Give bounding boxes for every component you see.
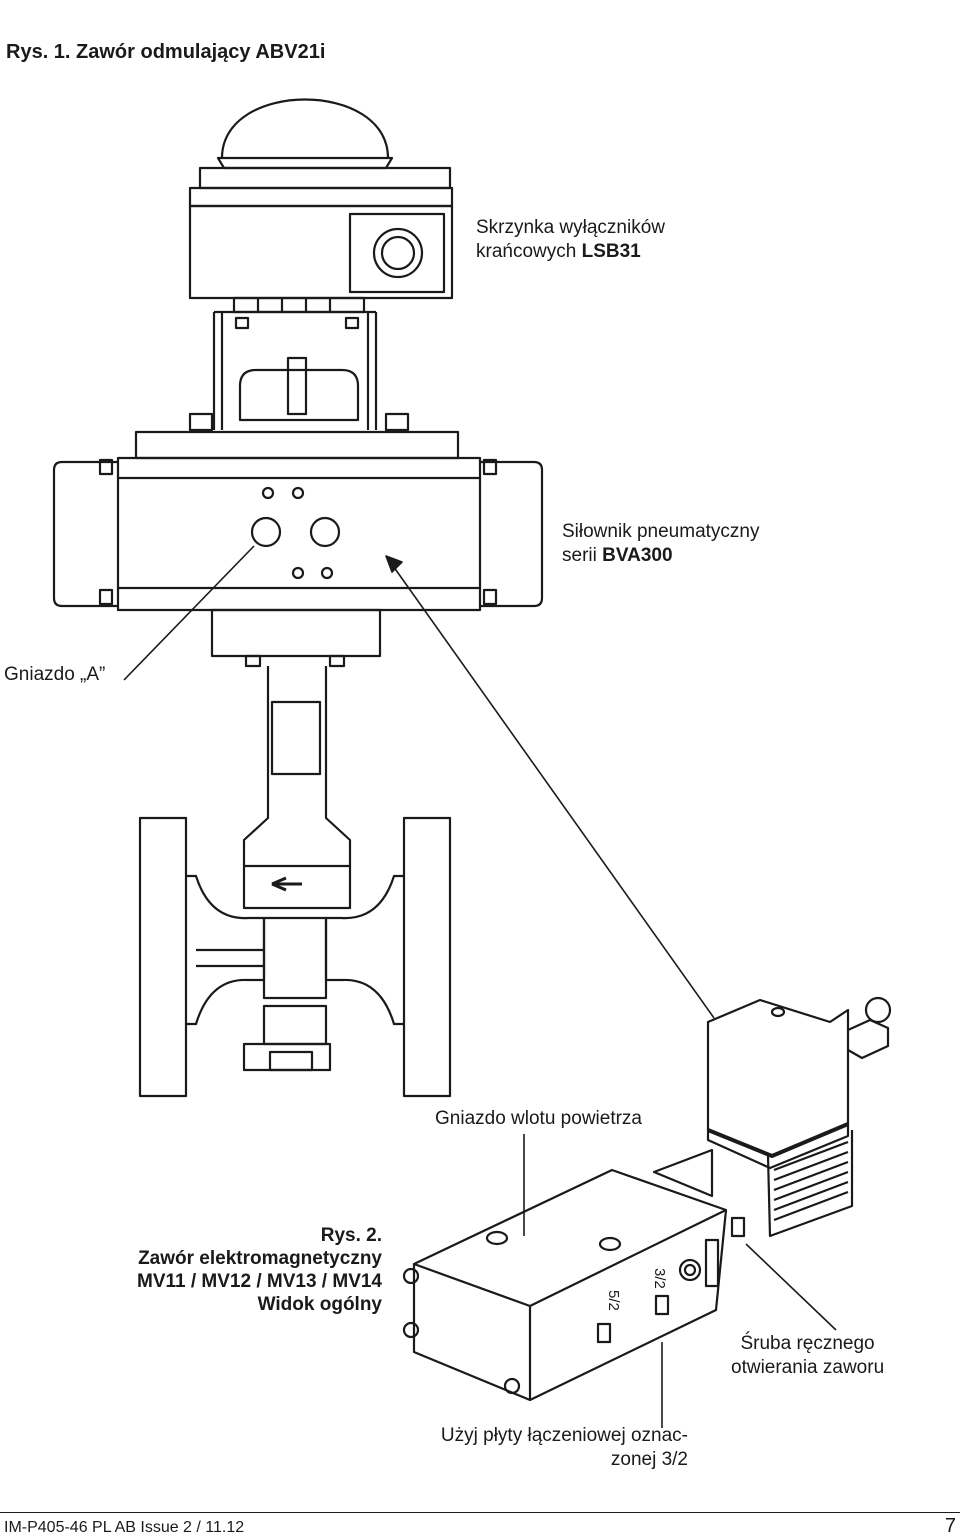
actuator-label-line1: Siłownik pneumatyczny [562,521,760,542]
actuator-label: Siłownik pneumatyczny serii BVA300 [562,520,759,568]
plate-line2: zonej 3/2 [610,1449,688,1470]
port-a-label: Gniazdo „A” [4,664,106,685]
document-reference: IM-P405-46 PL AB Issue 2 / 11.12 [4,1519,245,1536]
actuator-model: BVA300 [602,545,673,566]
figure-2-caption-line2: Zawór elektromagnetyczny [138,1248,382,1269]
manual-screw-label: Śruba ręcznego otwierania zaworu [731,1332,884,1380]
limit-switch-box-label: Skrzynka wyłączników krańcowych LSB31 [476,216,665,264]
actuator-label-line2: serii BVA300 [562,544,759,568]
limit-switch-box [188,98,454,314]
figure-2-caption-line1: Rys. 2. [320,1225,382,1246]
figure-2-caption: Rys. 2. Zawór elektromagnetyczny MV11 / … [137,1224,382,1316]
marking-5-2: 5/2 [605,1290,622,1311]
figure-2-caption-line3: MV11 / MV12 / MV13 / MV14 [137,1271,382,1292]
air-inlet-label: Gniazdo wlotu powietrza [435,1108,642,1129]
manual-screw-line2: otwierania zaworu [731,1357,885,1378]
valve-body [138,666,452,1098]
figure-1-title: Rys. 1. Zawór odmulający ABV21i [6,41,326,63]
marking-3-2: 3/2 [651,1268,668,1289]
lsb-label-line1: Skrzynka wyłączników [476,217,665,238]
lsb-model: LSB31 [581,241,641,262]
mounting-bracket [188,310,410,432]
solenoid-valve [402,996,892,1402]
subbase-plate-label: Użyj płyty łączeniowej oznac- zonej 3/2 [441,1424,688,1472]
pneumatic-actuator [52,430,544,668]
footer-divider [0,1512,960,1513]
leader-lines [123,545,837,1428]
page-number: 7 [944,1515,956,1537]
manual-screw-line1: Śruba ręcznego [740,1333,875,1354]
lsb-label-prefix: krańcowych [476,241,582,262]
plate-line1: Użyj płyty łączeniowej oznac- [440,1425,688,1446]
figure-2-caption-line4: Widok ogólny [257,1294,382,1315]
lsb-label-line2: krańcowych LSB31 [476,240,665,264]
actuator-label-prefix: serii [562,545,603,566]
